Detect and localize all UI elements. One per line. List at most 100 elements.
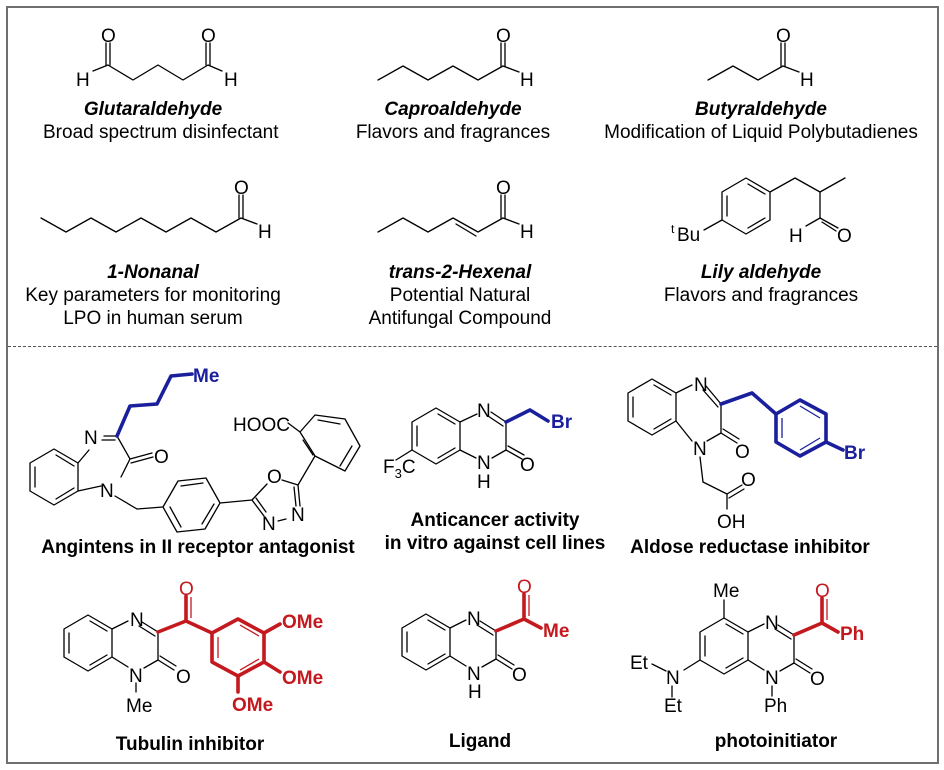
anticancer-caption: Anticancer activity in vitro against cel…: [375, 509, 615, 555]
ligand-caption: Ligand: [430, 730, 530, 753]
atom-N: N: [765, 668, 779, 689]
atom-O: O: [154, 447, 169, 468]
atom-N: N: [129, 666, 143, 687]
atom-O: O: [810, 669, 825, 690]
lily-aldehyde-label: Lily aldehyde Flavors and fragrances: [651, 262, 871, 307]
atom-H: H: [789, 226, 803, 247]
glutaraldehyde-label: Glutaraldehyde Broad spectrum disinfecta…: [43, 99, 279, 144]
compound-name: Butyraldehyde: [695, 99, 827, 120]
atom-O: O: [815, 581, 830, 602]
atom-Me: Me: [126, 696, 152, 717]
photoinitiator-structure: Me N N O Ph N Et Et O Ph: [630, 581, 864, 717]
atom-Br: Br: [844, 443, 866, 464]
compound-name: Caproaldehyde: [384, 99, 522, 120]
compound-name: trans-2-Hexenal: [388, 262, 532, 283]
atom-O: O: [234, 178, 249, 199]
atom-Et: Et: [664, 696, 683, 717]
atom-OMe: OMe: [232, 695, 273, 716]
atom-Br: Br: [551, 412, 573, 433]
caproaldehyde-label: Caproaldehyde Flavors and fragrances: [343, 99, 563, 144]
butyraldehyde-structure: O H: [707, 26, 814, 91]
atom-N: N: [467, 664, 481, 685]
atom-O: O: [837, 226, 852, 247]
atom-O: O: [741, 470, 756, 491]
section-divider: [8, 346, 937, 347]
caption-text: Aldose reductase inhibitor: [630, 537, 870, 558]
hexenal-label: trans-2-Hexenal Potential Natural Antifu…: [350, 262, 570, 330]
atom-OMe: OMe: [282, 668, 323, 689]
atom-N: N: [84, 428, 98, 449]
caption-text: photoinitiator: [714, 731, 838, 752]
caption-text: Ligand: [448, 731, 512, 752]
ligand-structure: N N H O O Me: [401, 577, 569, 703]
hexenal-structure: O H: [377, 178, 534, 243]
atom-Me: Me: [193, 366, 219, 387]
atom-N: N: [666, 668, 680, 689]
compound-use: Flavors and fragrances: [355, 122, 551, 143]
caption-text: Angintens in II receptor antagonist: [41, 537, 355, 558]
atom-Me: Me: [713, 581, 739, 602]
nonanal-label: 1-Nonanal Key parameters for monitoring …: [18, 262, 288, 330]
atom-H: H: [477, 472, 491, 493]
atom-O: O: [520, 455, 535, 476]
atom-N: N: [477, 453, 491, 474]
atom-O: O: [776, 26, 791, 47]
atom-H: H: [258, 222, 272, 243]
atom-O: O: [512, 665, 527, 686]
compound-use-line1: Key parameters for monitoring: [25, 285, 281, 306]
atom-O: O: [735, 442, 750, 463]
atom-O: O: [201, 26, 216, 47]
compound-name: Lily aldehyde: [700, 262, 822, 283]
atom-tBu: Bu: [677, 225, 700, 246]
atom-OMe: OMe: [282, 612, 323, 633]
atom-O: O: [496, 26, 511, 47]
atom-tBu-t: t: [671, 222, 675, 236]
bromomethyl-quinoxalinone-structure: N N H O Br F3C: [383, 401, 573, 493]
atom-Ph: Ph: [840, 624, 864, 645]
tubulin-inhibitor-structure: N N O Me O OMe OMe OMe: [63, 579, 323, 717]
angiotensin-caption: Angintens in II receptor antagonist: [28, 536, 368, 559]
aldose-reductase-inhibitor-structure: N N O O OH Br: [627, 375, 866, 533]
photoinitiator-caption: photoinitiator: [676, 730, 876, 753]
caption-line1: Anticancer activity: [410, 510, 580, 531]
atom-N: N: [477, 401, 491, 422]
glutaraldehyde-structure: O O H H: [76, 26, 238, 91]
compound-use-line1: Potential Natural: [389, 285, 531, 306]
atom-Ph: Ph: [764, 696, 787, 717]
atom-F3C: F3C: [383, 457, 416, 481]
atom-O: O: [496, 178, 511, 199]
atom-O: O: [267, 467, 282, 488]
atom-N: N: [693, 439, 707, 460]
compound-use: Modification of Liquid Polybutadienes: [604, 122, 918, 143]
atom-H: H: [520, 70, 534, 91]
atom-Et: Et: [630, 653, 649, 674]
atom-H: H: [800, 70, 814, 91]
caption-text: Tubulin inhibitor: [115, 734, 265, 755]
aldose-caption: Aldose reductase inhibitor: [615, 536, 885, 559]
atom-N: N: [467, 609, 481, 630]
compound-name: 1-Nonanal: [107, 262, 199, 283]
atom-N: N: [130, 610, 144, 631]
atom-N: N: [765, 613, 779, 634]
compound-use: Broad spectrum disinfectant: [43, 122, 279, 143]
figure-frame: [6, 6, 939, 764]
atom-O: O: [179, 579, 194, 600]
atom-O: O: [176, 667, 191, 688]
tubulin-caption: Tubulin inhibitor: [100, 733, 280, 756]
lily-aldehyde-structure: t Bu H O: [671, 177, 852, 247]
angiotensin-antagonist-structure: N O N Me HOOC O N N: [29, 366, 361, 535]
atom-OH: OH: [717, 512, 746, 533]
compound-use-line2: Antifungal Compound: [368, 308, 552, 329]
compound-use-line2: LPO in human serum: [63, 308, 243, 329]
atom-N: N: [694, 375, 708, 396]
atom-O: O: [517, 577, 532, 598]
caproaldehyde-structure: O H: [377, 26, 534, 91]
atom-HOOC: HOOC: [233, 415, 290, 436]
atom-H: H: [468, 682, 482, 703]
nonanal-structure: O H: [40, 178, 272, 243]
atom-N: N: [100, 481, 114, 502]
atom-H: H: [76, 70, 90, 91]
atom-N: N: [262, 514, 276, 535]
atom-H: H: [224, 70, 238, 91]
